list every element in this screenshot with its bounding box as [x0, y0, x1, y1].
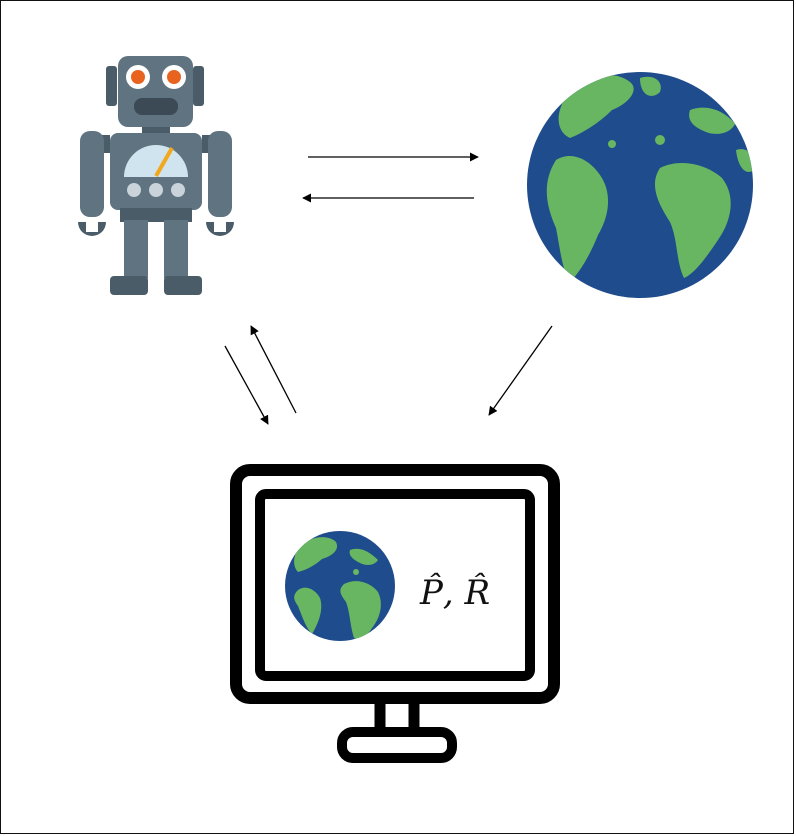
computer-monitor-icon: [230, 464, 560, 763]
model-label: P̂, R̂: [419, 572, 490, 613]
arrow-simulator-to-agent: [250, 325, 297, 414]
robot-icon: [78, 56, 234, 295]
model-globe-icon: [285, 531, 395, 641]
arrow-agent-to-simulator: [224, 345, 269, 425]
earth-globe-icon: [527, 72, 753, 298]
arrow-environment-to-simulator: [488, 325, 553, 416]
